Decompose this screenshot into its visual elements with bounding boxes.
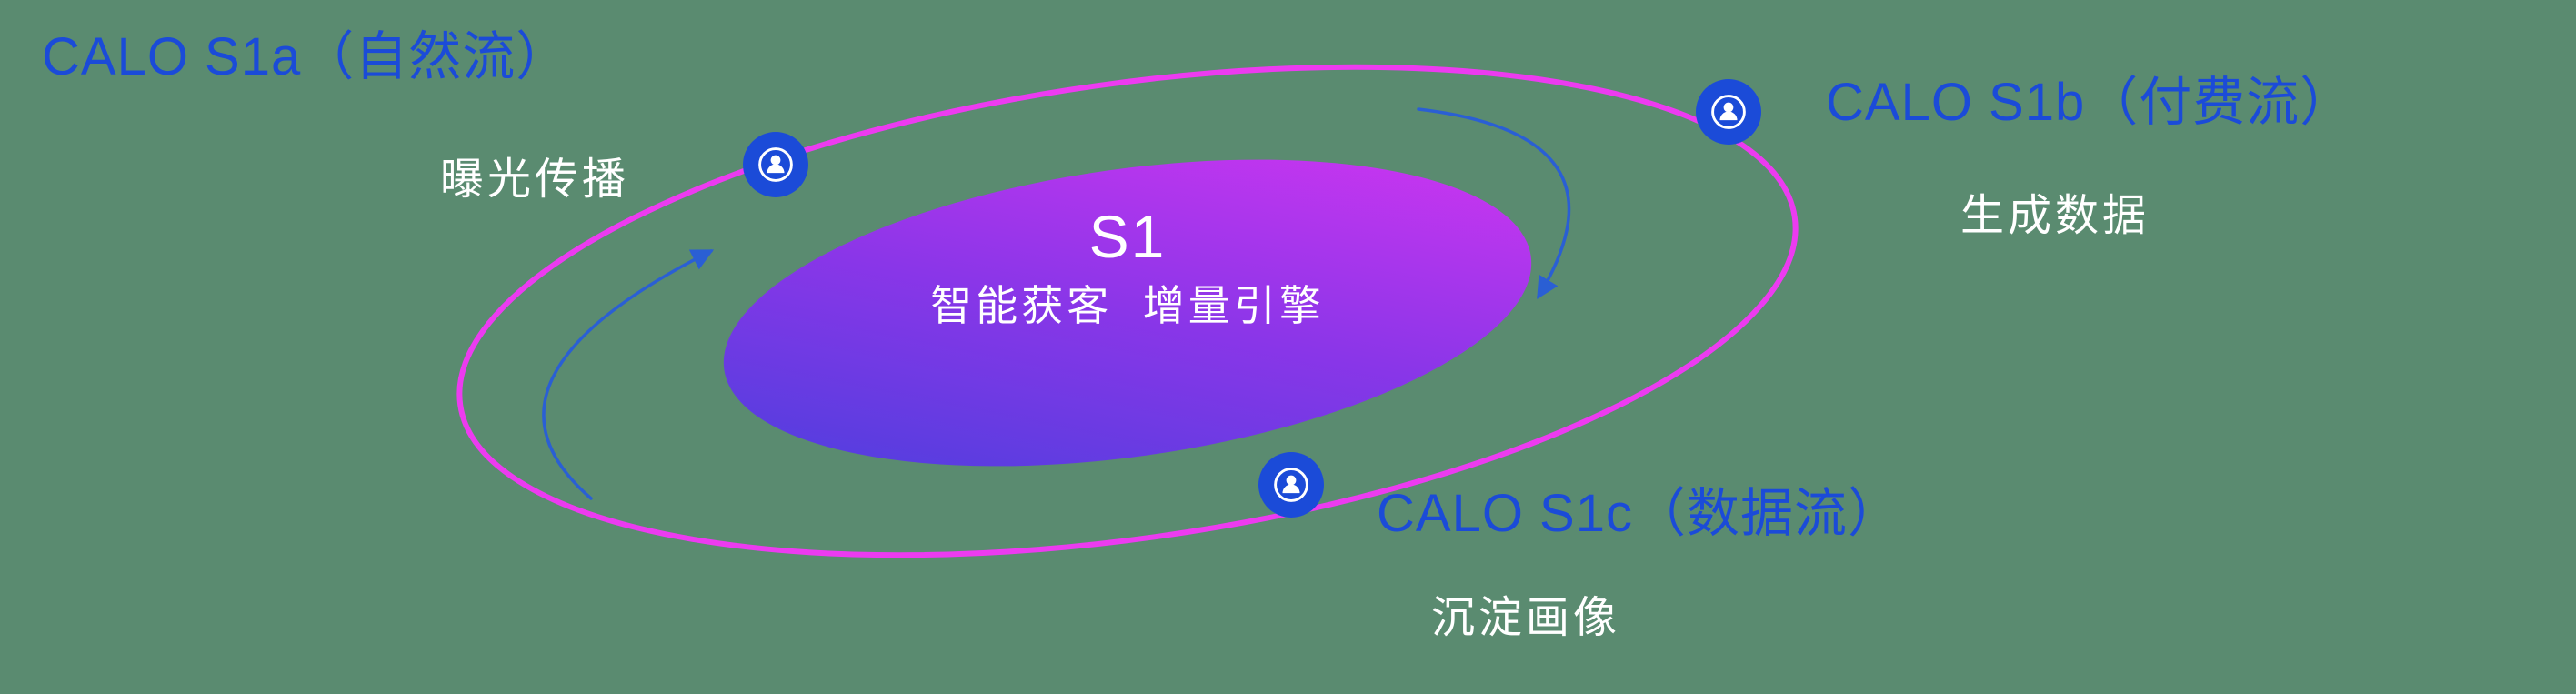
label-s1b-subtitle: 生成数据 [1960,192,2150,240]
person-icon [1274,468,1308,502]
person-node-s1c [1258,452,1324,518]
person-icon [758,147,793,182]
label-s1b-title: CALO S1b（付费流） [1826,73,2354,132]
label-s1c-title: CALO S1c（数据流） [1377,484,1901,543]
core-ellipse [723,159,1532,467]
person-node-s1b [1696,79,1761,145]
person-node-s1a [743,132,808,197]
orbit-ring [456,64,1799,558]
person-icon [1711,95,1746,129]
label-s1a-title: CALO S1a（自然流） [42,27,570,86]
flow-arrow-right [1417,107,1571,299]
label-s1c-subtitle: 沉淀画像 [1431,594,1621,642]
label-s1a-subtitle: 曝光传播 [440,156,630,204]
flow-arrow-left [542,249,715,500]
